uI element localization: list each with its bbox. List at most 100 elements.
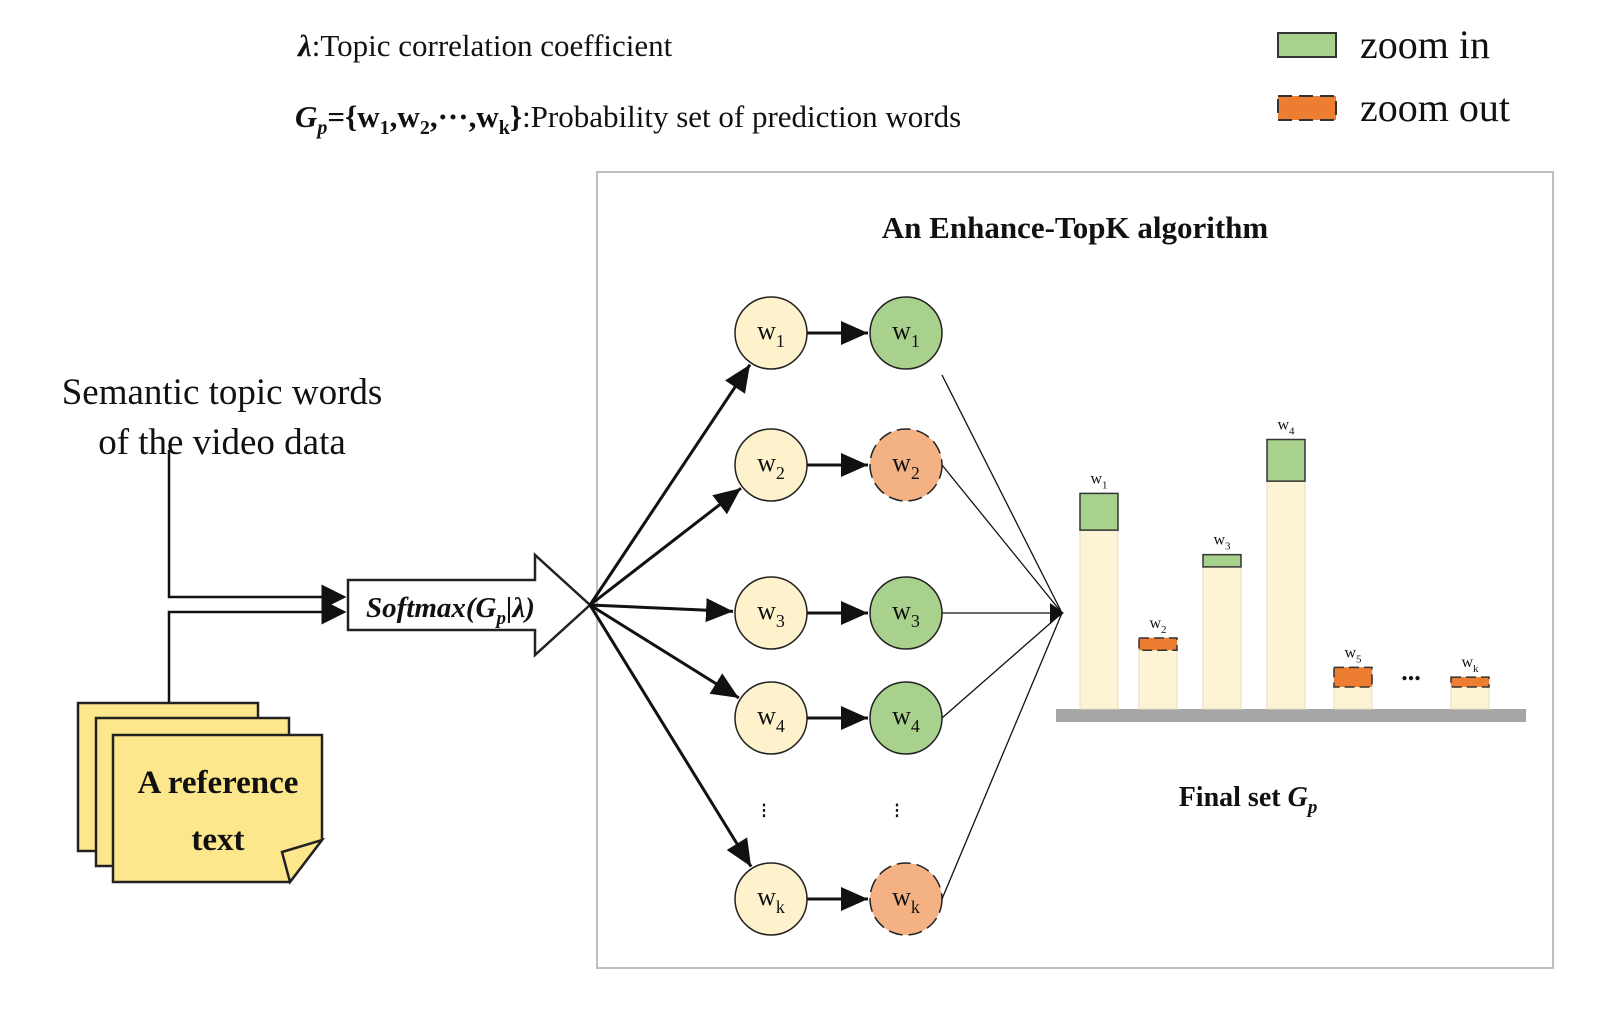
fan-arrow-3 (589, 598, 734, 623)
node-ellipsis: ⁝ ⁝ (761, 798, 901, 823)
bar-label-3-base: w (1213, 532, 1225, 549)
bar-label-4: w4 (1277, 417, 1295, 438)
softmax-sub: p (495, 608, 507, 629)
input-node-label-2-base: w (757, 448, 776, 477)
legend: zoom in zoom out (1277, 22, 1510, 130)
gp-description: :Probability set of prediction words (522, 99, 961, 134)
adjusted-node-label-1-sub: 1 (911, 331, 920, 351)
bar-5: w5 (1333, 644, 1373, 710)
bar-4: w4 (1266, 417, 1306, 710)
fan-arrow-4 (589, 603, 740, 700)
bar-base-1 (1079, 529, 1119, 710)
gp-set-close: } (510, 99, 522, 134)
final-set-label: Final set Gp (1179, 782, 1318, 818)
input-node-label-5-base: w (757, 882, 776, 911)
adjusted-node-label-2: w2 (892, 448, 920, 483)
fan-arrow-1 (588, 363, 752, 606)
bar-label-6: wk (1461, 654, 1479, 675)
gp-sub-1: 1 (380, 117, 390, 139)
input-node-label-1-base: w (757, 316, 776, 345)
legend-zoom-out-swatch (1277, 95, 1337, 121)
bar-decrease-5 (1333, 666, 1373, 688)
bar-label-6-sub: k (1473, 663, 1479, 675)
softmax-label: Softmax(Gp|λ) (366, 592, 535, 629)
bar-ellipsis: ... (1401, 657, 1421, 686)
gp-symbol: G (295, 99, 318, 134)
adjusted-node-label-4: w4 (892, 701, 920, 736)
definitions: λ:Topic correlation coefficient Gp={w1,w… (295, 28, 961, 139)
bar-2: w2 (1138, 615, 1178, 710)
bar-label-6-base: w (1461, 654, 1473, 671)
adjusted-node-1 (869, 296, 943, 370)
input-connectors (167, 450, 347, 703)
input-node-label-4-sub: 4 (776, 716, 785, 736)
bar-label-3-sub: 3 (1225, 541, 1231, 553)
adjusted-node-label-5-sub: k (911, 897, 920, 917)
bar-label-2-sub: 2 (1161, 624, 1167, 636)
bar-1: w1 (1079, 470, 1119, 710)
gp-set-open: ={w (327, 99, 380, 134)
bar-base-3 (1202, 566, 1242, 710)
bar-label-3: w3 (1213, 532, 1231, 553)
final-set-symbol: G (1288, 782, 1308, 813)
softmax-prefix: Softmax(G (366, 592, 497, 624)
bar-increase-3 (1202, 553, 1242, 568)
bar-label-2-base: w (1149, 615, 1161, 632)
bar-decrease-6 (1450, 676, 1490, 688)
softmax-fan-arrows (588, 363, 1064, 868)
input-node-label-2: w2 (757, 448, 785, 483)
gp-definition: Gp={w1,w2,···,wk}:Probability set of pre… (295, 99, 961, 139)
adjusted-node-label-1-base: w (892, 316, 911, 345)
node-ellipsis-right: ⁝ (894, 798, 901, 823)
adjusted-node-label-4-sub: 4 (911, 716, 920, 736)
node-ellipsis-left: ⁝ (761, 798, 768, 823)
bar-chart-baseline (1056, 709, 1526, 722)
softmax-suffix: |λ) (506, 592, 535, 624)
adjusted-node-label-4-base: w (892, 701, 911, 730)
converge-line-1 (941, 374, 1063, 614)
reference-text-stack: A reference text (76, 701, 326, 885)
input-node-label-1: w1 (757, 316, 785, 351)
input-node-label-4: w4 (757, 701, 785, 736)
bar-label-2: w2 (1149, 615, 1166, 636)
paper-fold (280, 837, 326, 885)
input-node-label-5: wk (757, 882, 785, 917)
gp-set-sep: ,w (390, 99, 421, 134)
topic-words-line1: Semantic topic words (62, 372, 383, 413)
input-node-label-2-sub: 2 (776, 463, 785, 483)
bar-6: wk (1450, 654, 1490, 710)
algorithm-title: An Enhance-TopK algorithm (882, 210, 1269, 245)
adjusted-node-label-2-sub: 2 (911, 463, 920, 483)
bar-label-1-sub: 1 (1102, 479, 1108, 491)
adjusted-node-label-3: w3 (892, 596, 920, 631)
adjusted-node-label-1: w1 (892, 316, 920, 351)
softmax-block: Softmax(Gp|λ) (346, 552, 592, 658)
reference-line2: text (191, 822, 244, 858)
bar-increase-4 (1266, 438, 1306, 482)
adjusted-node-label-5: wk (892, 882, 920, 917)
bar-label-5-sub: 5 (1356, 653, 1362, 665)
converge-line-5 (941, 612, 1063, 900)
bar-label-1: w1 (1090, 470, 1107, 491)
reference-connector (167, 599, 347, 703)
input-node-label-5-sub: k (776, 897, 785, 917)
input-node-label-3: w3 (757, 596, 785, 631)
bar-base-4 (1266, 480, 1306, 710)
input-node-label-1-sub: 1 (776, 331, 785, 351)
input-node-label-4-base: w (757, 701, 776, 730)
adjusted-node-label-3-base: w (892, 596, 911, 625)
topic-words-input: Semantic topic words of the video data (62, 372, 383, 463)
legend-zoom-out-label: zoom out (1360, 85, 1510, 130)
softmax-arrow-shape (346, 552, 592, 658)
converge-line-2 (941, 464, 1063, 614)
bar-decrease-2 (1138, 637, 1178, 651)
adjusted-node-label-2-base: w (892, 448, 911, 477)
bar-label-1-base: w (1090, 470, 1102, 487)
adjusted-node-label-3-sub: 3 (911, 611, 920, 631)
topic-words-line2: of the video data (98, 422, 346, 463)
